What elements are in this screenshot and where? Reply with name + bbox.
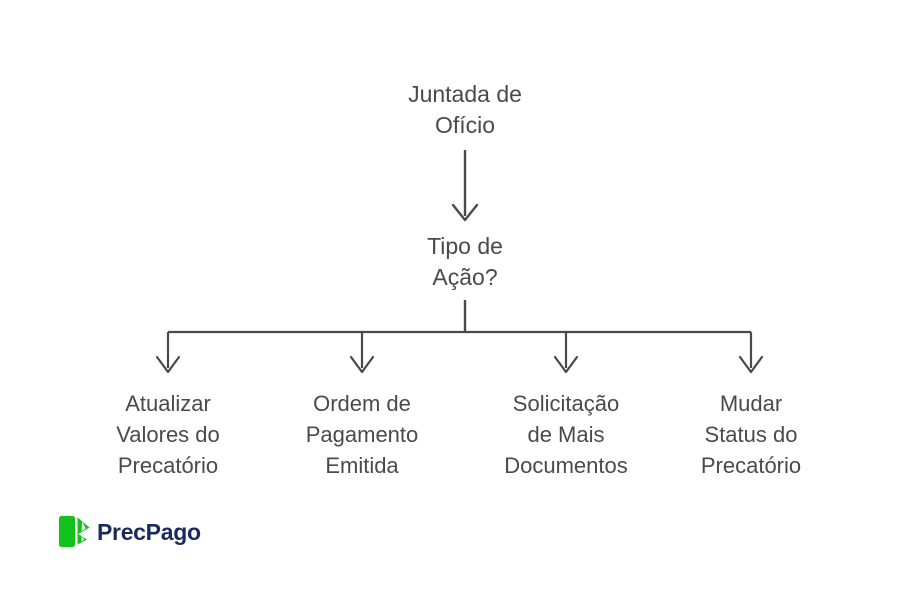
arrow-branch-2 [553,332,579,374]
node-juntada-de-oficio: Juntada de Ofício [408,81,522,138]
arrow-branch-3 [738,332,764,374]
node-solicitacao-documentos: Solicitação de Mais Documentos [504,391,628,478]
arrow-root-to-decision [451,150,479,222]
arrow-branch-0 [155,332,181,374]
node-ordem-pagamento: Ordem de Pagamento Emitida [305,391,419,478]
node-tipo-de-acao: Tipo de Ação? [427,233,503,290]
brand-logo-text: PrecPago [97,518,201,545]
node-mudar-status: Mudar Status do Precatório [700,391,802,478]
brand-logo: PrecPago [58,512,201,552]
arrow-branch-1 [349,332,375,374]
precpago-mark-icon [59,516,90,547]
node-atualizar-valores: Atualizar Valores do Precatório [116,391,220,478]
